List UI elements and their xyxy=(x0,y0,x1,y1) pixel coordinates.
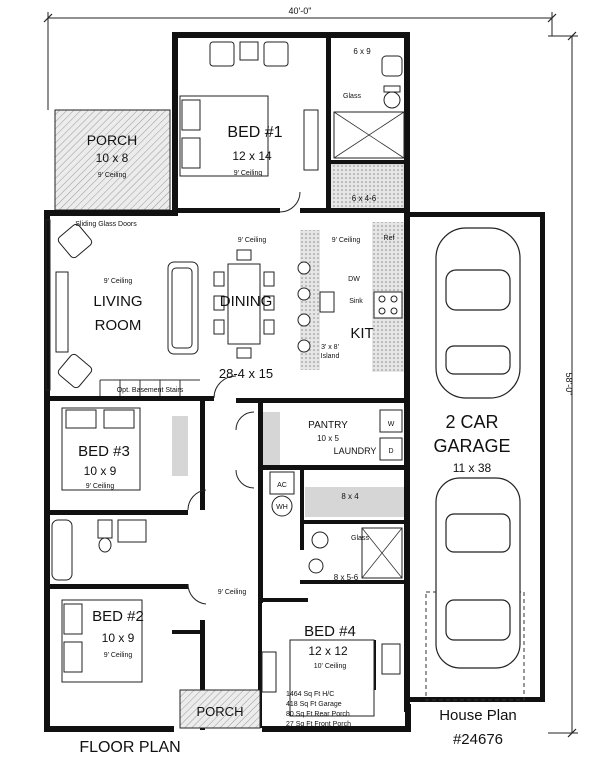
bed3-furniture xyxy=(61,407,141,491)
bath1-fixtures xyxy=(333,55,405,159)
bed2-name: BED #2 xyxy=(92,608,144,625)
rear-porch-ceiling: 9' Ceiling xyxy=(98,172,127,179)
bed1-furniture xyxy=(179,41,319,177)
sliding-doors-label: Sliding Glass Doors xyxy=(75,221,137,228)
rear-porch-floor xyxy=(55,110,170,210)
great-room-size: 28-4 x 15 xyxy=(219,366,273,381)
dining-table xyxy=(213,249,275,359)
stat-heated: 1464 Sq Ft H/C xyxy=(286,691,334,698)
kitchen-island-label: Island xyxy=(321,353,340,360)
bed3-ceiling: 9' Ceiling xyxy=(86,483,115,490)
right-dimension-line: 58'-0" xyxy=(548,31,578,738)
depth-dimension: 58'-0" xyxy=(564,373,574,396)
basement-stairs-symbol xyxy=(99,379,200,396)
garage-name-line1: 2 CAR xyxy=(445,412,498,432)
door-swings xyxy=(187,191,301,605)
bath1-glass: Glass xyxy=(343,93,361,100)
living-name-line2: ROOM xyxy=(95,317,142,334)
kitchen-ref: Ref xyxy=(384,235,395,242)
house-plan-number: #24676 xyxy=(453,731,503,748)
bath23-fixtures xyxy=(51,519,147,581)
basement-stairs-label: Opt. Basement Stairs xyxy=(117,387,184,394)
bed2-ceiling: 9' Ceiling xyxy=(104,652,133,659)
kitchen-dw: DW xyxy=(348,276,360,283)
bed4-size: 12 x 12 xyxy=(308,644,348,658)
fireplace-symbol xyxy=(55,271,69,353)
kitchen-island-stools xyxy=(297,261,403,353)
stat-front-porch: 27 Sq Ft Front Porch xyxy=(286,721,351,728)
stat-rear-porch: 80 Sq Ft Rear Porch xyxy=(286,711,350,718)
dryer-label: D xyxy=(388,448,393,455)
bed3-name: BED #3 xyxy=(78,443,130,460)
front-porch-floor xyxy=(180,690,260,728)
bath1-size: 6 x 9 xyxy=(353,47,371,56)
bath4-size: 8 x 5-6 xyxy=(334,573,359,582)
sliding-glass-door-symbol xyxy=(45,219,51,391)
dining-ceiling: 9' Ceiling xyxy=(238,237,267,244)
bed1-ceiling: 9' Ceiling xyxy=(234,170,263,177)
bed2-furniture xyxy=(61,599,143,683)
bed4-name: BED #4 xyxy=(304,623,356,640)
kitchen-name: KIT xyxy=(350,325,373,342)
laundry-fixtures xyxy=(269,409,403,517)
bed3-size: 10 x 9 xyxy=(84,464,117,478)
bed1-size: 12 x 14 xyxy=(232,149,272,163)
bed4-ceiling: 10' Ceiling xyxy=(314,663,347,670)
bed4-furniture xyxy=(261,639,401,717)
exterior-walls xyxy=(44,32,411,732)
rear-porch-size: 10 x 8 xyxy=(96,151,129,165)
dining-name: DINING xyxy=(220,293,273,310)
water-heater-label: WH xyxy=(276,504,288,511)
garage-car-bottom xyxy=(435,477,521,669)
width-dimension: 40'-0" xyxy=(289,6,312,16)
rear-porch-name: PORCH xyxy=(87,132,138,148)
pantry-name: PANTRY xyxy=(308,420,348,431)
hall-ceiling: 9' Ceiling xyxy=(218,589,247,596)
pantry-size: 10 x 5 xyxy=(317,434,339,443)
laundry-name: LAUNDRY xyxy=(334,446,377,456)
living-name-line1: LIVING xyxy=(93,293,142,310)
living-ceiling: 9' Ceiling xyxy=(104,278,133,285)
kitchen-ceiling: 9' Ceiling xyxy=(332,237,361,244)
interior-walls xyxy=(44,36,406,730)
top-dimension-line: 40'-0" xyxy=(43,6,557,110)
washer-label: W xyxy=(388,421,395,428)
floor-plan-title: FLOOR PLAN xyxy=(79,739,180,756)
bath4-fixtures xyxy=(308,527,403,579)
garage-car-top xyxy=(435,227,521,399)
closet4-size: 8 x 4 xyxy=(341,492,359,501)
living-furniture xyxy=(57,223,199,389)
ac-label: AC xyxy=(277,482,287,489)
garage-name-line2: GARAGE xyxy=(433,436,510,456)
front-porch-name: PORCH xyxy=(197,704,244,719)
closet1-size: 6 x 4-6 xyxy=(352,194,377,203)
garage-size: 11 x 38 xyxy=(453,461,492,475)
stat-garage: 418 Sq Ft Garage xyxy=(286,701,342,708)
bed1-name: BED #1 xyxy=(227,124,282,141)
kitchen-island-dim: 3' x 8' xyxy=(321,344,339,351)
house-plan-label: House Plan xyxy=(439,707,517,724)
kitchen-sink: Sink xyxy=(349,298,363,305)
bath4-glass: Glass xyxy=(351,535,369,542)
bed2-size: 10 x 9 xyxy=(102,631,135,645)
